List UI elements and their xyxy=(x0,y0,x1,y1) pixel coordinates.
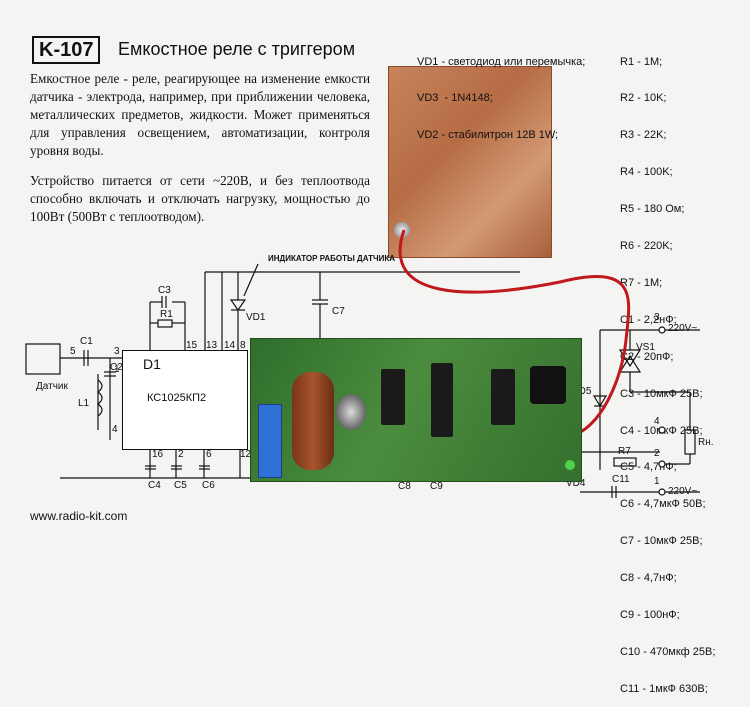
label-c4: C4 xyxy=(148,480,161,491)
part-r1: R1 - 1M; xyxy=(620,55,663,68)
part-c9: C9 - 100нФ; xyxy=(620,608,680,621)
triac-component xyxy=(530,366,566,404)
part-vd3: VD3 - 1N4148; xyxy=(417,92,493,105)
label-c8: C8 xyxy=(398,481,411,492)
diode-parts-list: VD1 - светодиод или перемычка; VD3 - 1N4… xyxy=(417,31,585,154)
schematic-wiring xyxy=(25,229,700,498)
kit-code: K-107 xyxy=(32,36,101,64)
label-c3: C3 xyxy=(158,285,171,296)
part-c10: C10 - 470мкф 25В; xyxy=(620,645,716,658)
part-r6: R6 - 220K; xyxy=(620,240,673,253)
pin-16: 16 xyxy=(152,449,164,460)
d1-name: D1 xyxy=(143,356,161,372)
terminal-1: 1 xyxy=(654,476,660,487)
pin-12: 12 xyxy=(240,449,252,460)
website-url: www.radio-kit.com xyxy=(30,509,128,523)
page-title: Емкостное реле с триггером xyxy=(118,39,356,59)
label-vd4: VD4 xyxy=(566,478,586,489)
terminal-2: 2 xyxy=(654,448,660,459)
plate-screw xyxy=(394,222,410,238)
label-c2: C2 xyxy=(110,362,123,373)
label-l1: L1 xyxy=(78,398,90,409)
part-r3: R3 - 22K; xyxy=(620,129,667,142)
indicator-label: ИНДИКАТОР РАБОТЫ ДАТЧИКА xyxy=(268,254,396,263)
label-220v-bottom: 220V~ xyxy=(668,486,698,497)
pin-1: 1 xyxy=(114,364,120,375)
label-rn: Rн. xyxy=(698,437,714,448)
part-c7: C7 - 10мкФ 25В; xyxy=(620,535,703,548)
label-vd1: VD1 xyxy=(246,312,266,323)
part-r2: R2 - 10K; xyxy=(620,92,667,105)
part-c6: C6 - 4,7мкФ 50В; xyxy=(620,498,706,511)
sensor-symbol xyxy=(25,343,61,375)
ic-chip xyxy=(431,363,453,437)
terminal-3: 3 xyxy=(654,312,660,323)
sensor-plate-photo xyxy=(388,66,552,258)
label-c7: C7 xyxy=(332,306,345,317)
label-c5: C5 xyxy=(174,480,187,491)
part-c8: C8 - 4,7нФ; xyxy=(620,572,677,585)
electrolytic-capacitor xyxy=(336,394,366,430)
pin-3: 3 xyxy=(114,346,120,357)
part-r5: R5 - 180 Ом; xyxy=(620,203,685,216)
pin-15: 15 xyxy=(186,340,198,351)
label-r1: R1 xyxy=(160,309,173,320)
description-paragraph-2: Устройство питается от сети ~220В, и без… xyxy=(30,173,370,224)
sensor-wire xyxy=(398,229,631,438)
pin-5: 5 xyxy=(70,346,76,357)
terminal-4: 4 xyxy=(654,416,660,427)
pin-2: 2 xyxy=(178,449,184,460)
ic-chip xyxy=(491,369,515,425)
sensor-label: Датчик xyxy=(36,381,68,392)
pin-14: 14 xyxy=(224,340,236,351)
d1-chip-symbol xyxy=(122,350,248,450)
screw-terminal-block xyxy=(258,404,282,478)
label-220v-top: 220V~ xyxy=(668,323,698,334)
label-vs1: VS1 xyxy=(636,342,655,353)
ic-chip xyxy=(381,369,405,425)
pin-4: 4 xyxy=(112,424,118,435)
label-c1: C1 xyxy=(80,336,93,347)
part-vd1: VD1 - светодиод или перемычка; xyxy=(417,55,586,68)
label-r7: R7 xyxy=(618,446,631,457)
film-capacitor xyxy=(292,372,334,470)
green-led xyxy=(565,460,575,470)
pin-8: 8 xyxy=(240,340,246,351)
part-r4: R4 - 100K; xyxy=(620,166,673,179)
label-c6: C6 xyxy=(202,480,215,491)
pin-6: 6 xyxy=(206,449,212,460)
description-paragraph-1: Емкостное реле - реле, реагирующее на из… xyxy=(30,71,370,158)
part-c11: C11 - 1мкФ 630В; xyxy=(620,682,708,695)
d1-part-number: КС1025КП2 xyxy=(147,392,207,404)
label-c9: C9 xyxy=(430,481,443,492)
label-c11: C11 xyxy=(612,474,630,485)
pin-13: 13 xyxy=(206,340,218,351)
part-vd2: VD2 - стабилитрон 12В 1W; xyxy=(417,129,559,142)
